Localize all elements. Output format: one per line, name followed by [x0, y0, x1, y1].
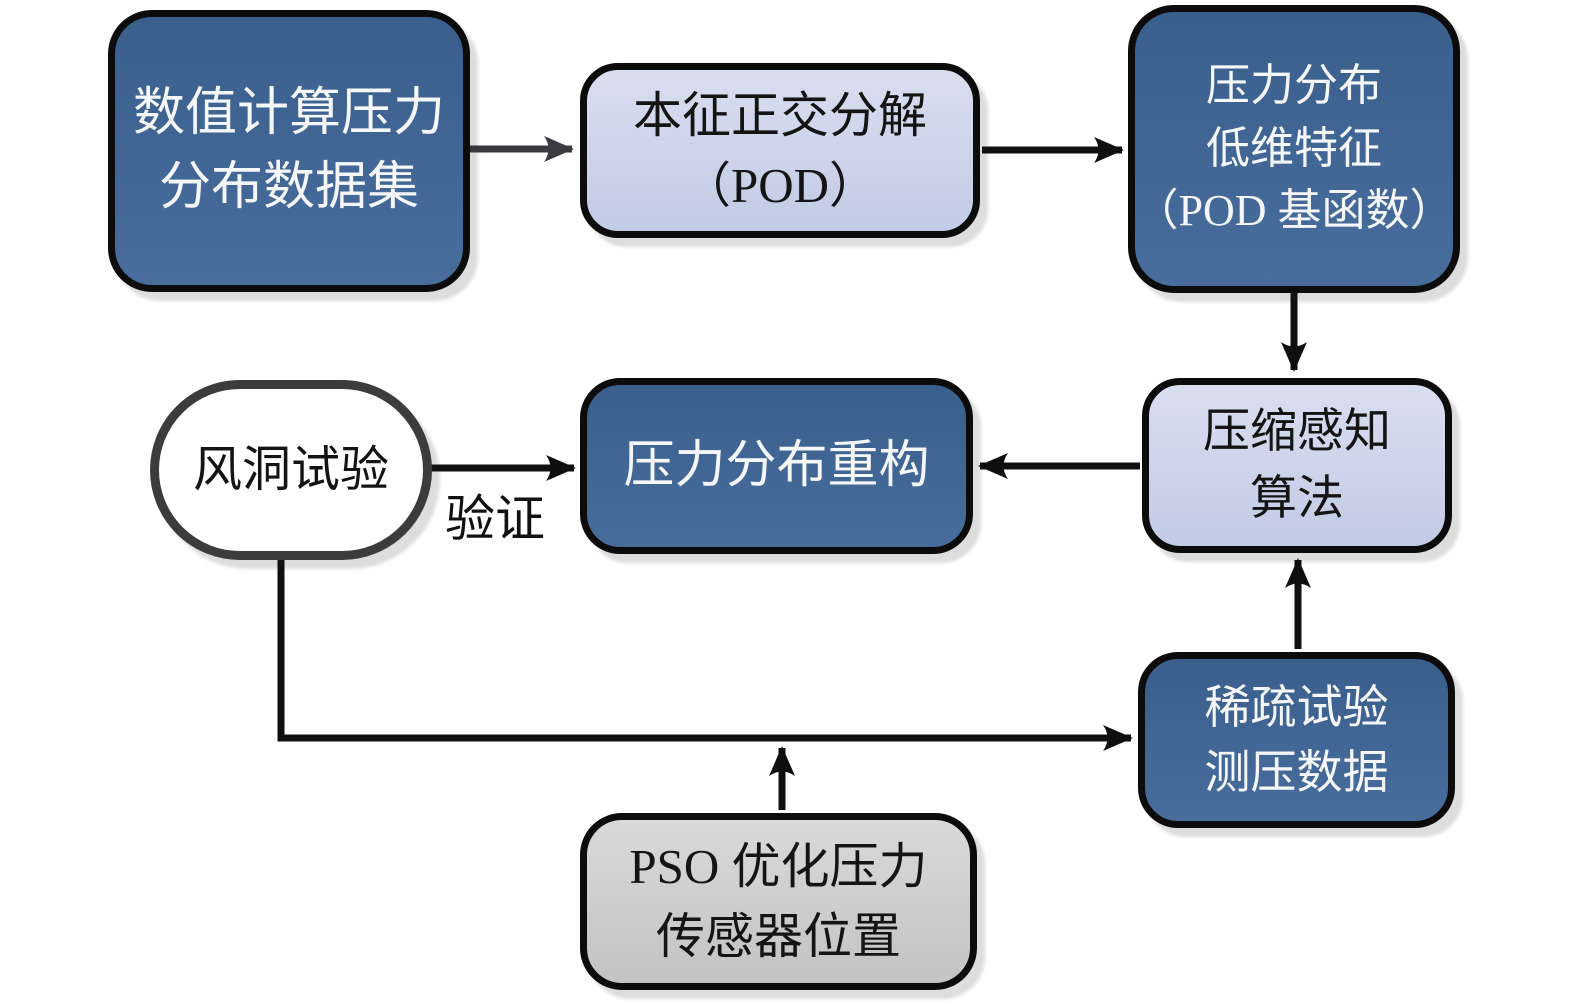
node-numerical-dataset: 数值计算压力 分布数据集 [108, 10, 470, 292]
node-numerical-dataset-label: 数值计算压力 分布数据集 [132, 85, 445, 216]
node-sparse-data: 稀疏试验 测压数据 [1138, 652, 1455, 828]
node-low-dim-features-label: 压力分布 低维特征 （POD 基函数） [1134, 61, 1454, 236]
node-pod-label: 本征正交分解 （POD） [632, 87, 927, 213]
node-compressed-sensing: 压缩感知 算法 [1142, 378, 1452, 553]
node-sparse-data-label: 稀疏试验 测压数据 [1204, 681, 1389, 798]
node-low-dim-features: 压力分布 低维特征 （POD 基函数） [1128, 5, 1460, 293]
node-reconstruction: 压力分布重构 [580, 378, 973, 554]
node-pso-label: PSO 优化压力 传感器位置 [629, 838, 928, 964]
node-pso: PSO 优化压力 传感器位置 [580, 813, 977, 990]
node-wind-tunnel-label: 风洞试验 [192, 442, 389, 498]
node-wind-tunnel: 风洞试验 [150, 380, 432, 560]
edge-label-validation: 验证 [445, 491, 545, 547]
node-pod: 本征正交分解 （POD） [580, 63, 980, 238]
edge-windtunnel-to-sparse [277, 554, 1133, 751]
node-compressed-sensing-label: 压缩感知 算法 [1203, 405, 1391, 525]
node-reconstruction-label: 压力分布重构 [623, 437, 930, 494]
